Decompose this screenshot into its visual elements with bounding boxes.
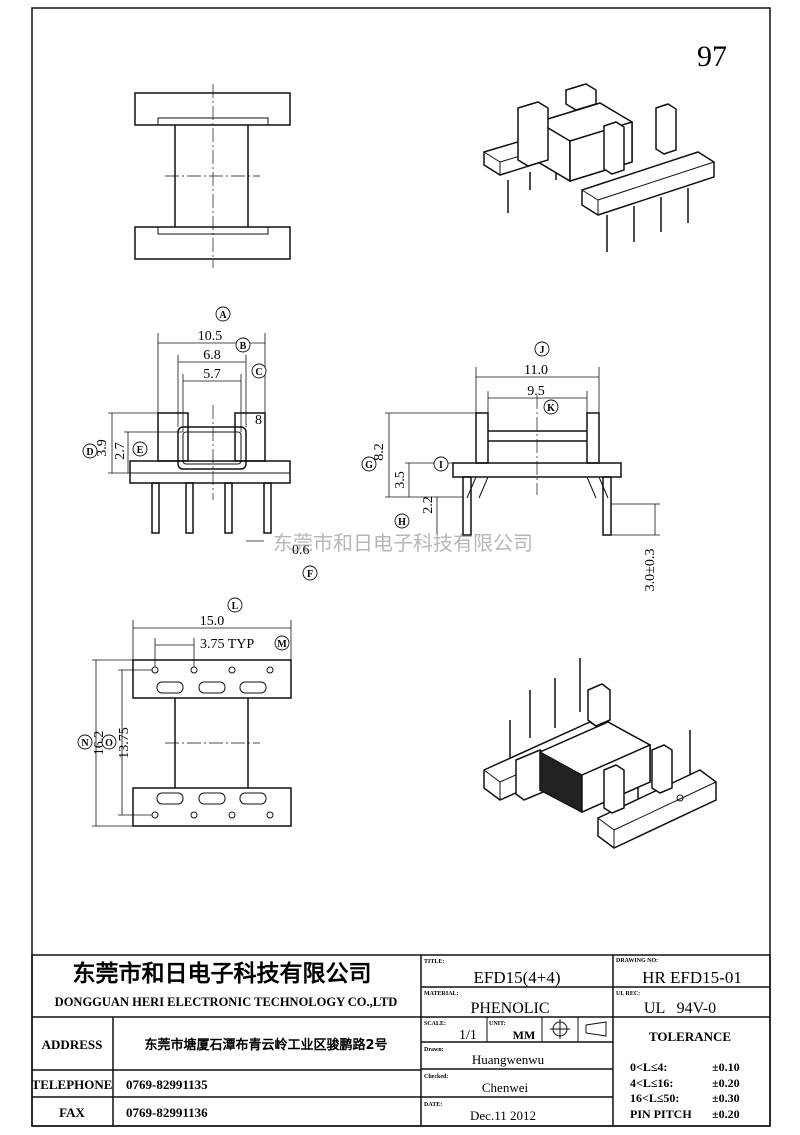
- dim-j-value: 11.0: [524, 363, 548, 378]
- svg-text:A: A: [219, 310, 227, 321]
- label-l: L: [227, 597, 243, 613]
- svg-text:J: J: [540, 345, 545, 356]
- dim-o-value: 13.75: [117, 727, 132, 759]
- tolerance-value-1: ±0.10: [712, 1060, 740, 1074]
- svg-text:D: D: [86, 447, 93, 458]
- svg-text:O: O: [105, 738, 113, 749]
- title-label: TITLE:: [424, 959, 444, 965]
- label-k: K: [543, 399, 559, 415]
- label-i: I: [433, 456, 449, 472]
- label-g: G: [361, 456, 377, 472]
- scale-value: 1/1: [459, 1028, 477, 1043]
- title-block: [31, 954, 771, 1127]
- address-label: ADDRESS: [42, 1037, 103, 1052]
- svg-text:H: H: [398, 517, 406, 528]
- dim-k-value: 9.5: [527, 384, 545, 399]
- svg-text:K: K: [547, 403, 555, 414]
- label-m: M: [274, 635, 290, 651]
- pin-mark: 8: [255, 413, 262, 428]
- tolerance-range-3: 16<L≤50:: [630, 1091, 679, 1105]
- checked-value: Chenwei: [482, 1080, 529, 1095]
- tolerance-title: TOLERANCE: [649, 1029, 731, 1044]
- side-view: [385, 367, 660, 536]
- label-j: J: [534, 341, 550, 357]
- dim-c-value: 5.7: [203, 367, 221, 382]
- bottom-view: [92, 620, 292, 827]
- front-view: [108, 333, 291, 542]
- svg-text:G: G: [365, 460, 373, 471]
- telephone-label: TELEPHONE: [32, 1077, 113, 1092]
- unit-value: MM: [513, 1028, 536, 1042]
- material-label: MATERIAL:: [424, 991, 459, 997]
- fax-label: FAX: [59, 1105, 85, 1120]
- dim-f-value: 0.6: [292, 543, 310, 558]
- tolerance-value-3: ±0.30: [712, 1091, 740, 1105]
- fax-value: 0769-82991136: [126, 1105, 208, 1120]
- title-value: EFD15(4+4): [473, 968, 560, 987]
- dim-n-value: 16.2: [92, 731, 107, 756]
- ul-value: UL 94V-0: [644, 1000, 716, 1017]
- dim-pin-length-value: 3.0±0.3: [643, 549, 658, 592]
- dim-m-value: 3.75 TYP: [200, 637, 254, 652]
- dim-l-value: 15.0: [200, 614, 225, 629]
- svg-text:N: N: [81, 738, 89, 749]
- unit-label: UNIT:: [489, 1021, 506, 1027]
- date-label: DATE:: [424, 1102, 442, 1108]
- checked-label: Checked:: [424, 1074, 448, 1080]
- tolerance-value-2: ±0.20: [712, 1076, 740, 1090]
- scale-label: SCALE:: [424, 1021, 446, 1027]
- telephone-value: 0769-82991135: [126, 1077, 208, 1092]
- tolerance-range-4: PIN PITCH: [630, 1107, 692, 1121]
- page-number: 97: [697, 40, 727, 73]
- watermark-text: 东莞市和日电子科技有限公司: [273, 531, 533, 555]
- label-a: A: [215, 306, 231, 322]
- label-f: F: [302, 565, 318, 581]
- svg-text:C: C: [255, 367, 262, 378]
- svg-text:M: M: [277, 639, 287, 650]
- company-name-en: DONGGUAN HERI ELECTRONIC TECHNOLOGY CO.,…: [55, 995, 398, 1009]
- label-n: N: [77, 734, 93, 750]
- svg-text:E: E: [137, 445, 144, 456]
- label-h: H: [394, 513, 410, 529]
- label-c: C: [251, 363, 267, 379]
- label-b: B: [235, 337, 251, 353]
- ul-label: UL REC:: [616, 991, 640, 997]
- address-value: 东莞市塘厦石潭布青云岭工业区骏鹏路2号: [144, 1037, 387, 1053]
- tolerance-value-4: ±0.20: [712, 1107, 740, 1121]
- dim-d-value: 3.9: [95, 439, 110, 457]
- dim-a-value: 10.5: [198, 329, 223, 344]
- drawing-no-label: DRAWING NO:: [616, 958, 658, 964]
- isometric-view-top: [483, 83, 715, 252]
- dim-i-value: 3.5: [393, 471, 408, 489]
- isometric-view-bottom: [483, 658, 717, 849]
- svg-text:F: F: [307, 569, 313, 580]
- label-e: E: [132, 441, 148, 457]
- label-o: O: [101, 734, 117, 750]
- label-d: D: [82, 443, 98, 459]
- tolerance-range-2: 4<L≤16:: [630, 1076, 673, 1090]
- dim-e-value: 2.7: [113, 442, 128, 460]
- dim-h-value: 2.2: [421, 496, 436, 514]
- top-view: [134, 84, 291, 268]
- svg-text:I: I: [439, 460, 443, 471]
- company-name-cn: 东莞市和日电子科技有限公司: [73, 960, 372, 987]
- svg-text:B: B: [240, 341, 247, 352]
- drawn-label: Drawn:: [424, 1047, 444, 1053]
- date-value: Dec.11 2012: [470, 1108, 536, 1123]
- svg-text:L: L: [232, 601, 239, 612]
- material-value: PHENOLIC: [470, 1000, 549, 1017]
- drawn-value: Huangwenwu: [472, 1052, 545, 1067]
- dim-g-value: 8.2: [372, 443, 387, 461]
- dim-b-value: 6.8: [203, 348, 221, 363]
- drawing-no-value: HR EFD15-01: [642, 968, 742, 987]
- tolerance-range-1: 0<L≤4:: [630, 1060, 667, 1074]
